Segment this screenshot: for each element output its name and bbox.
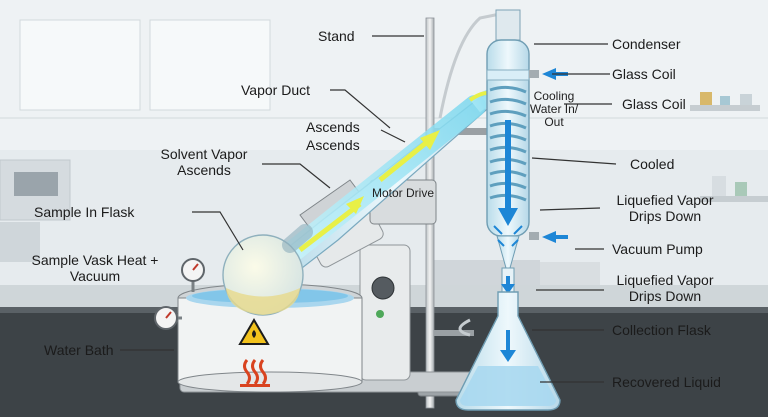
heat-waves-icon: [240, 359, 270, 387]
ascends-label: Ascends: [306, 119, 360, 135]
liquefied-vapor-label-2: Liquefied Vapor Drips Down: [616, 272, 714, 304]
condenser-flow-arrows: [493, 68, 568, 294]
collection-flask: [455, 291, 561, 411]
water-bath-label: Water Bath: [44, 342, 114, 358]
ascends-label-2: Ascends: [306, 137, 360, 153]
tubing: [438, 12, 501, 119]
glass-coil-label-2: Glass Coil: [622, 96, 686, 112]
vacuum-pump-label: Vacuum Pump: [612, 241, 703, 257]
hot-surface-warning-icon: [238, 318, 270, 345]
motor-drive-label: Motor Drive: [372, 186, 435, 200]
stand-label: Stand: [318, 28, 355, 44]
recovered-liquid-label: Recovered Liquid: [612, 374, 721, 390]
sample-flask: [222, 224, 313, 316]
glass-coil-label: Glass Coil: [612, 66, 676, 82]
cooled-label: Cooled: [630, 156, 675, 172]
vapor-duct-label: Vapor Duct: [241, 82, 310, 98]
pressure-gauge-icon: [154, 258, 205, 330]
sample-in-flask-label: Sample In Flask: [34, 204, 135, 220]
condenser-label: Condenser: [612, 36, 681, 52]
leader-lines: [120, 35, 617, 383]
collection-flask-label: Collection Flask: [612, 322, 711, 338]
cooling-water-label: Cooling Water In/ Out: [529, 89, 579, 129]
sample-vask-label: Sample Vask Heat + Vacuum: [31, 252, 159, 284]
solvent-vapor-label: Solvent Vapor Ascends: [160, 146, 248, 178]
liquefied-vapor-label: Liquefied Vapor Drips Down: [616, 192, 714, 224]
